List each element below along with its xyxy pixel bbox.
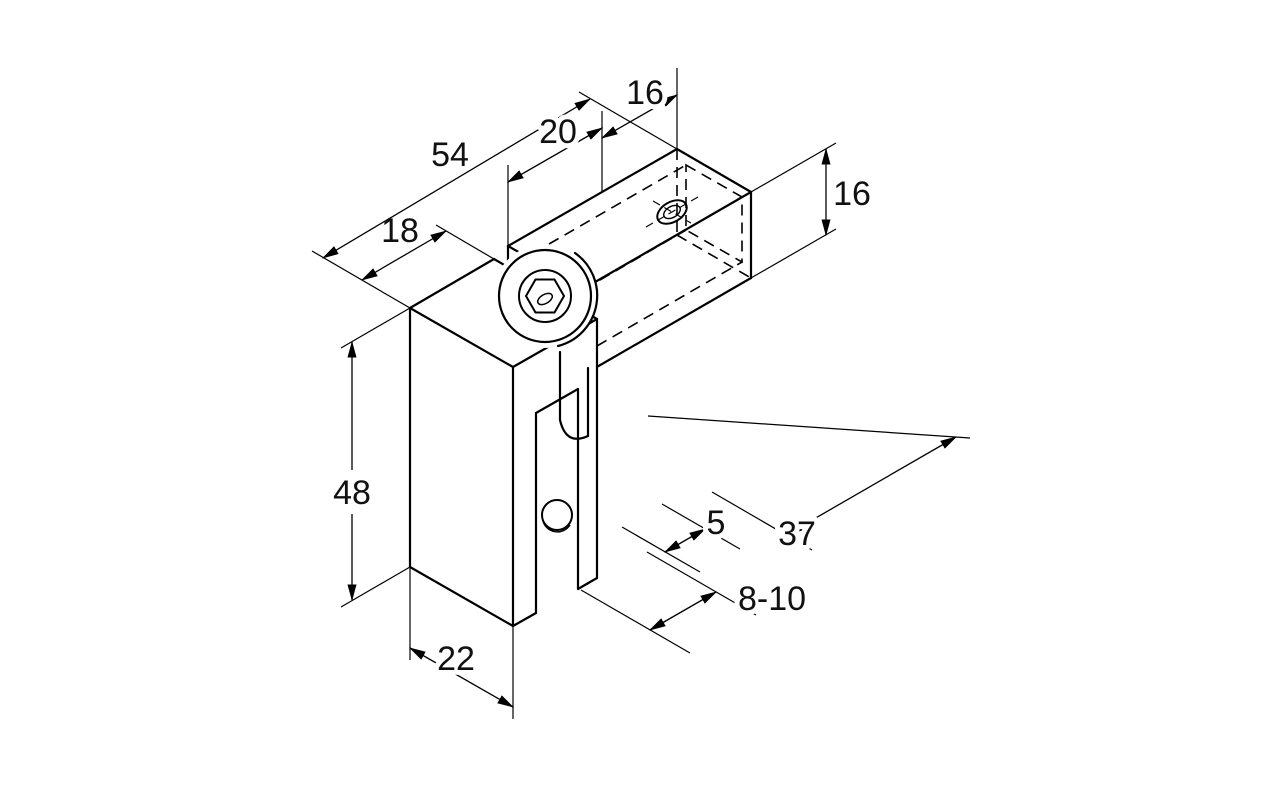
notch-round-bottom	[558, 418, 590, 440]
glass-slot	[534, 387, 580, 615]
dim-18: 18	[360, 207, 448, 281]
boss-silhouette-arc	[556, 251, 599, 348]
dim-48: 48	[328, 340, 376, 602]
screw-boss	[493, 244, 599, 348]
body-front-face	[410, 308, 513, 626]
dim-16-right: 16	[821, 147, 876, 237]
dim-16-top: 16	[600, 69, 679, 139]
dim-label-48: 48	[333, 474, 371, 512]
hole-centerline-u	[652, 200, 692, 224]
dim-label-22: 22	[437, 640, 475, 678]
dim-20: 20	[506, 108, 604, 183]
upper-notch	[558, 350, 590, 440]
dim-22: 22	[408, 635, 515, 708]
dim-37: 37	[773, 436, 958, 558]
dim-label-16-right: 16	[833, 175, 871, 213]
dim-label-18: 18	[381, 212, 419, 250]
hidden-bore-lines	[548, 149, 752, 347]
body-right-face	[513, 319, 597, 626]
hole-centerline-v	[645, 196, 699, 228]
bore-end-square	[685, 163, 743, 264]
dim-label-37: 37	[778, 515, 816, 553]
dim-8-10: 8-10	[648, 575, 811, 631]
clamp-pin	[541, 499, 573, 531]
hex-socket	[524, 278, 566, 314]
tube-right-face	[583, 192, 751, 375]
socket-bottom	[536, 292, 554, 306]
screw-head-inner	[518, 269, 572, 323]
dim-label-20: 20	[539, 113, 577, 151]
dim-54: 54	[321, 98, 592, 259]
dim-label-5: 5	[707, 504, 726, 542]
dim-label-8-10: 8-10	[738, 580, 806, 618]
clamp-pin-arc	[542, 520, 571, 533]
tube-top-hole	[645, 196, 699, 228]
dim-label-16-top: 16	[626, 74, 664, 112]
dim-label-54: 54	[431, 136, 469, 174]
